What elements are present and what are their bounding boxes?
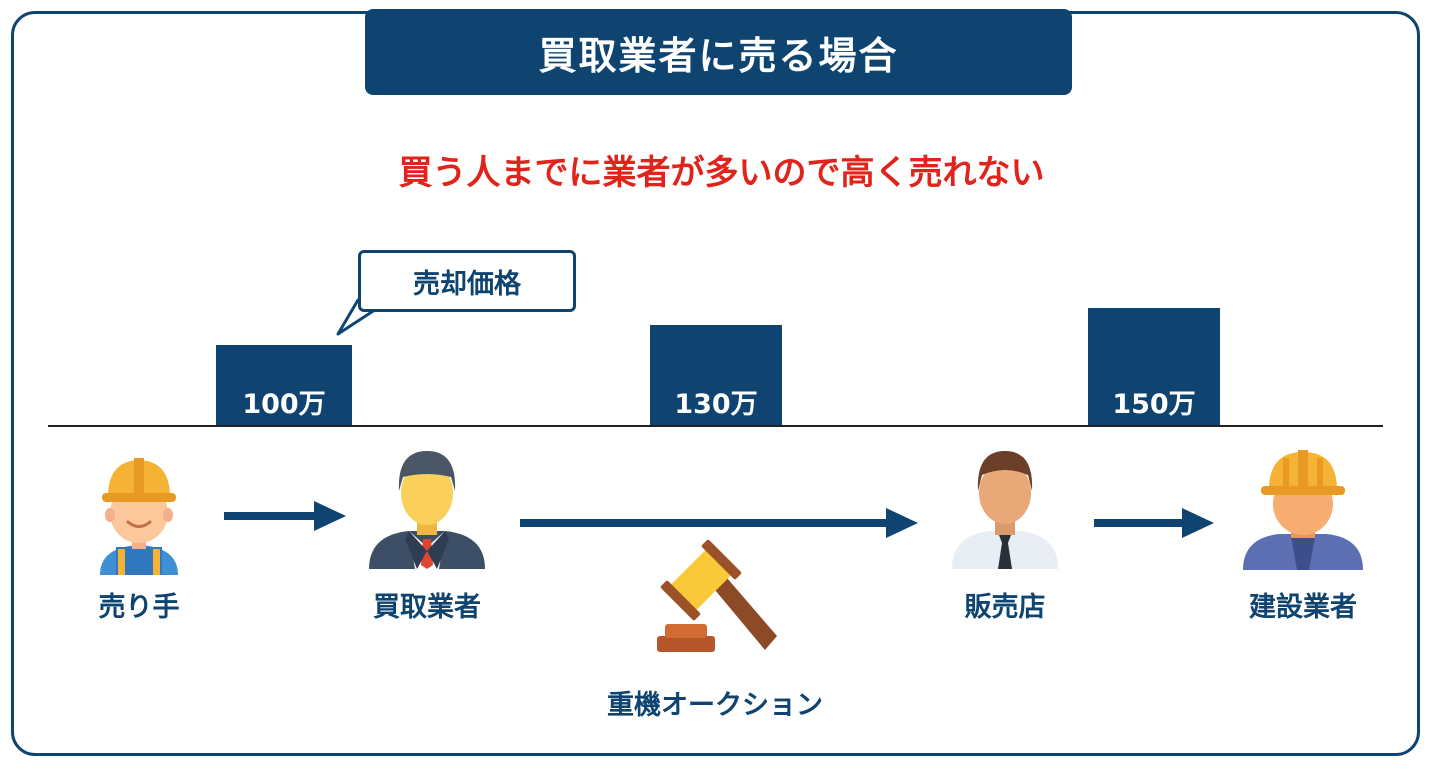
arrow-dealer-to-contractor (1094, 508, 1214, 538)
sale-price-callout: 売却価格 (358, 250, 576, 312)
subtitle: 買う人までに業者が多いので高く売れない (398, 153, 1045, 193)
price-box-contractor: 150万 (1088, 308, 1220, 427)
baseline (48, 425, 1383, 427)
contractor-label: 建設業者 (1249, 592, 1357, 623)
price-box-dealer: 130万 (650, 325, 782, 427)
dealer-salesman-icon (952, 451, 1058, 569)
contractor-worker-icon (1243, 450, 1363, 570)
buyer-label: 買取業者 (373, 592, 481, 623)
page-title: 買取業者に売る場合 (365, 9, 1072, 95)
seller-label: 売り手 (98, 592, 180, 623)
buyer-businessman-icon (369, 451, 485, 569)
gavel-icon (657, 540, 777, 652)
auction-label: 重機オークション (607, 690, 823, 721)
price-box-seller: 100万 (216, 345, 352, 427)
arrow-seller-to-buyer (224, 501, 346, 531)
dealer-label: 販売店 (964, 592, 1046, 623)
seller-worker-icon (100, 458, 178, 575)
arrow-buyer-to-dealer (520, 508, 918, 538)
